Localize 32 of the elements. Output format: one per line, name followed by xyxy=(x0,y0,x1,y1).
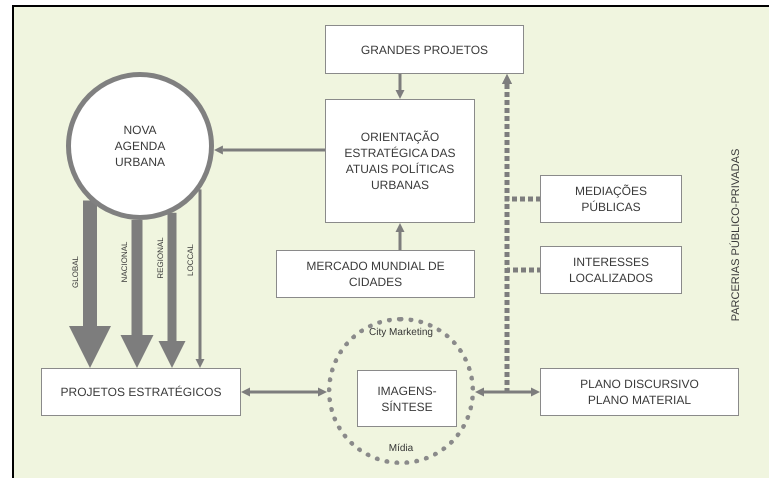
side-label: PARCERIAS PÚBLICO-PRIVADAS xyxy=(728,148,743,322)
box-label: MEDIAÇÕES PÚBLICAS xyxy=(574,183,648,215)
arrow xyxy=(241,388,327,396)
box-label: PROJETOS ESTRATÉGICOS xyxy=(60,384,222,400)
process-box xyxy=(540,368,739,416)
edge-label: GLOBAL xyxy=(72,256,80,288)
process-box xyxy=(325,99,475,223)
arrow xyxy=(214,146,325,154)
thick-arrow xyxy=(69,200,111,368)
process-box xyxy=(276,250,475,298)
thick-arrow xyxy=(158,212,186,368)
box-label: GRANDES PROJETOS xyxy=(360,42,488,58)
box-label: IMAGENS-SÍNTESE xyxy=(376,382,438,414)
arrow xyxy=(475,388,540,396)
process-box xyxy=(540,246,682,294)
box-label: NOVA AGENDA URBANA xyxy=(114,122,166,170)
arrow xyxy=(196,189,204,368)
circle-caption: Mídia xyxy=(388,444,414,454)
box-label: INTERESSES LOCALIZADOS xyxy=(568,254,654,286)
thick-arrow xyxy=(120,220,154,368)
process-box xyxy=(325,25,524,74)
process-box xyxy=(357,370,457,427)
arrow xyxy=(396,74,404,99)
process-box xyxy=(41,368,241,416)
box-label: PLANO MATERIAL xyxy=(588,392,692,408)
box-label: ORIENTAÇÃO ESTRATÉGICA DAS ATUAIS POLÍTICAS URBANAS xyxy=(343,129,457,193)
dashed-arrow xyxy=(502,74,512,392)
process-box xyxy=(540,175,682,223)
box-label: MERCADO MUNDIAL DE CIDADES xyxy=(305,258,446,290)
circle-caption: City Marketing xyxy=(369,328,433,338)
arrow xyxy=(396,223,404,250)
box-label: PLANO DISCURSIVO xyxy=(580,376,699,392)
